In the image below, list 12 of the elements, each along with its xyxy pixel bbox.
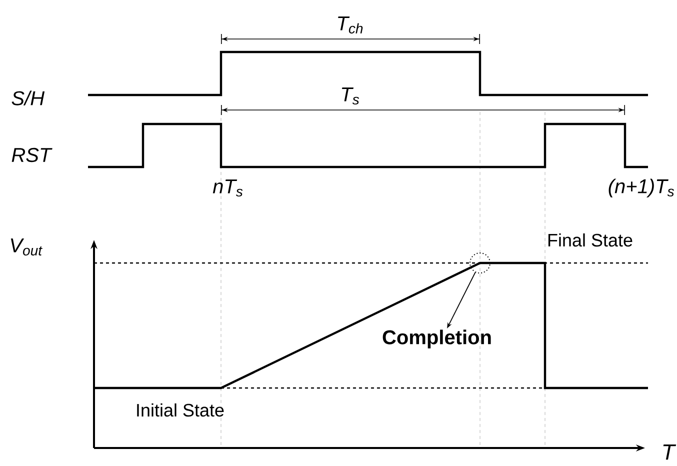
signal-label: nT$_{s}$ — [212, 180, 243, 196]
signal-label: T — [663, 444, 676, 460]
signal-label: S/H — [12, 90, 45, 106]
signal-label: T$_{ch}$ — [338, 16, 363, 34]
signal-label: V$_{out}$ — [10, 238, 42, 256]
signal-label: RST — [12, 148, 52, 162]
signal-label: T$_{s}$ — [342, 88, 360, 104]
signal-label: Final State — [548, 233, 632, 247]
annotation-text: Completion — [382, 330, 491, 348]
dotted-circle — [470, 252, 490, 274]
signal-label: (n+1)T$_{s}$ — [608, 178, 674, 198]
signal-label: Initial State — [137, 403, 224, 417]
